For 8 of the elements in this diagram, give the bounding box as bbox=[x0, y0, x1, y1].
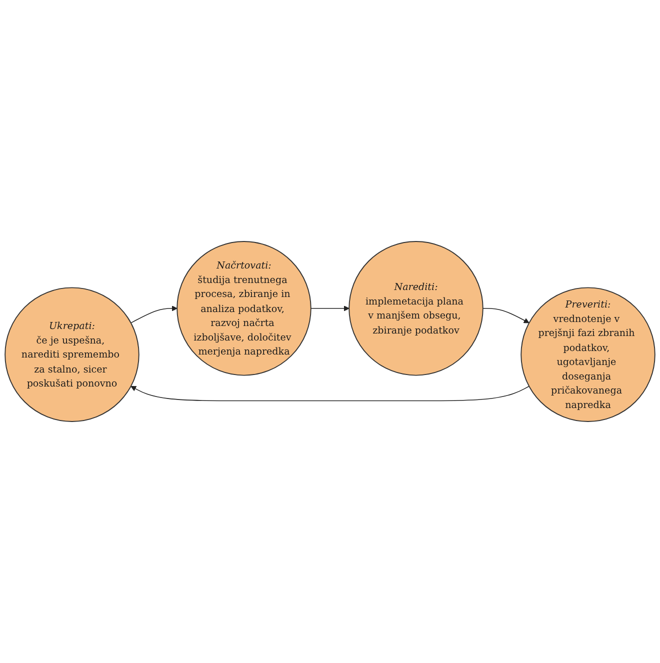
node-circle: Načrtovati: študija trenutnega procesa, zbiranje in analiza podatkov, razvoj načrta izboljšave, določitev merjenja napredka bbox=[176, 241, 312, 376]
node-circle: Ukrepati: če je uspešna, narediti spremembo za stalno, sicer poskušati ponovno bbox=[4, 287, 140, 422]
arrow bbox=[130, 386, 530, 402]
arrow bbox=[310, 306, 350, 312]
node-circle: Narediti: implemetacija plana v manjšem obsegu, zbiranje podatkov bbox=[348, 241, 484, 376]
arrow bbox=[482, 308, 530, 324]
arrow bbox=[130, 306, 178, 324]
node-circle: Preveriti: vrednotenje v prejšnji fazi zbranih podatkov, ugotavljanje doseganja pričakovanega napredka bbox=[520, 287, 656, 422]
